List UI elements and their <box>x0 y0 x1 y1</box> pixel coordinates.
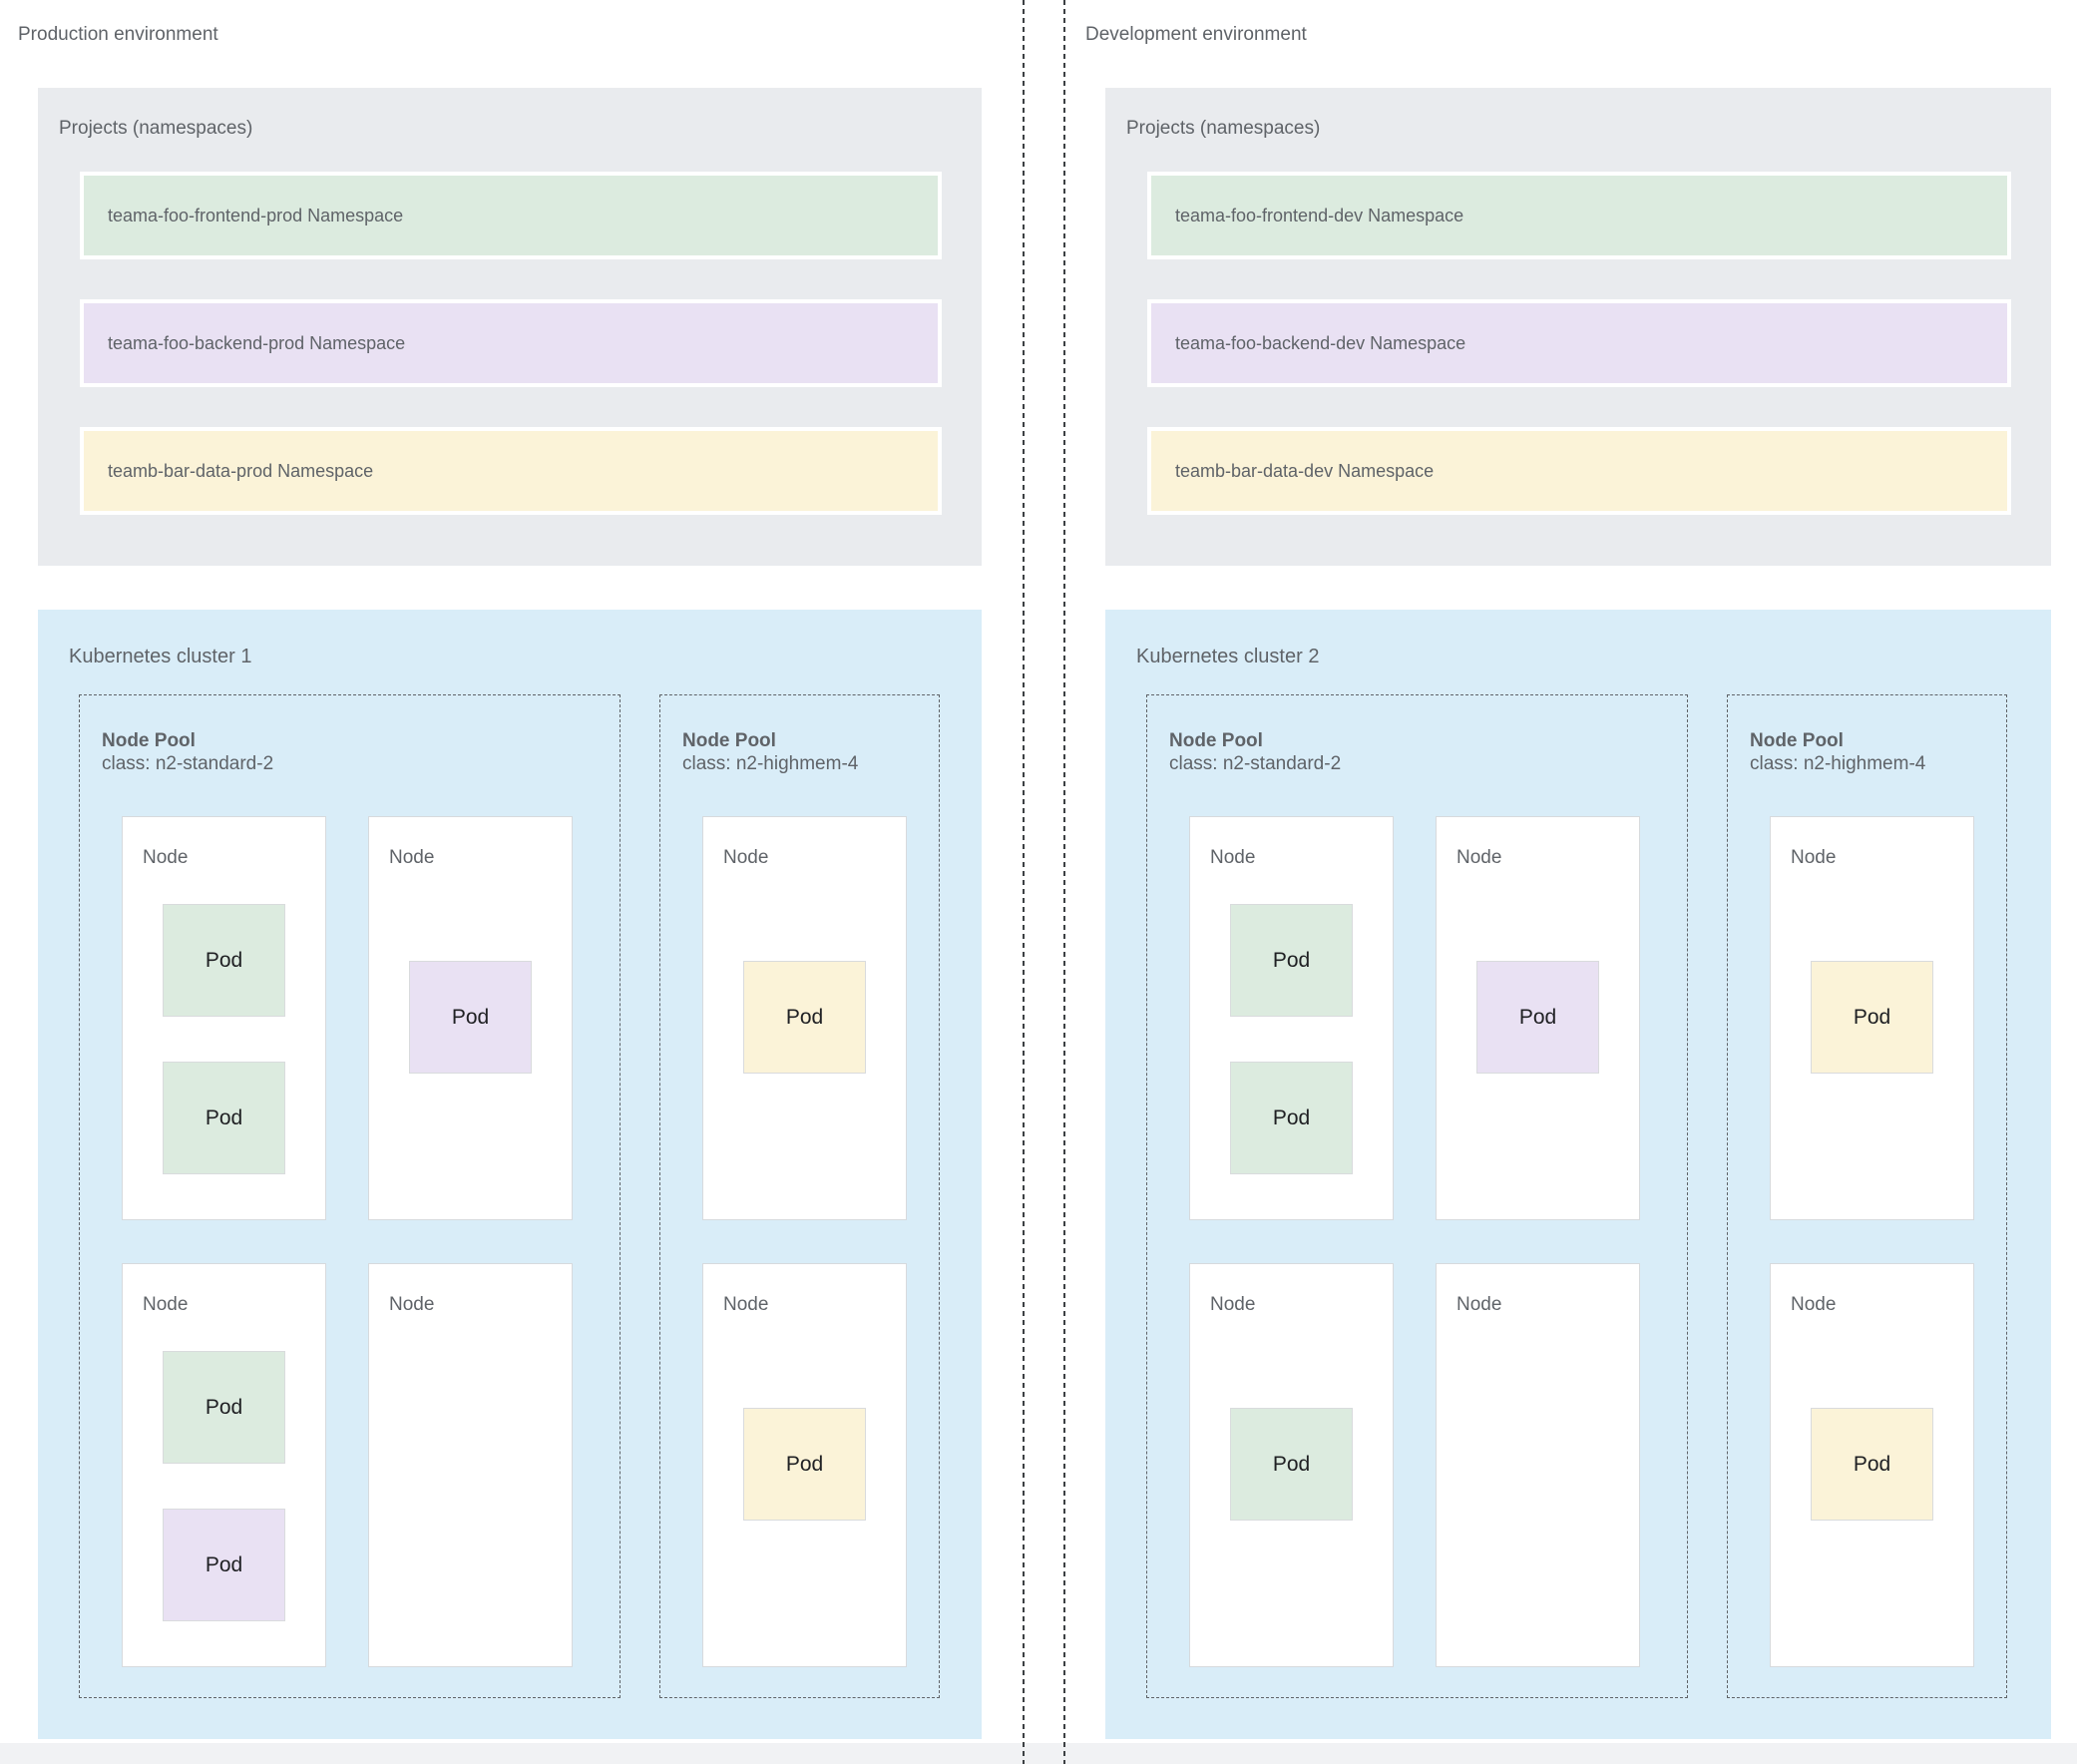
namespace-bar-data-prod: teamb-bar-data-prod Namespace <box>80 427 942 515</box>
environment-title: Production environment <box>18 24 218 45</box>
cluster-title: Kubernetes cluster 2 <box>1136 646 1320 667</box>
node-pool-class-label: class: n2-highmem-4 <box>1750 753 1926 774</box>
nodes-grid: Node Pod Pod Node Pod Node Pod Node <box>1189 816 1687 1667</box>
nodes-grid: Node Pod Node Pod <box>702 816 939 1667</box>
environment-divider-line <box>1023 0 1025 1764</box>
pod: Pod <box>163 1509 285 1621</box>
node-pool-title: Node Pool <box>682 730 776 751</box>
node-pool-class-label: class: n2-highmem-4 <box>682 753 859 774</box>
namespace-label: teama-foo-backend-prod Namespace <box>84 303 938 383</box>
node-label: Node <box>723 847 769 868</box>
cluster-title: Kubernetes cluster 1 <box>69 646 252 667</box>
environment-production: Production environment Projects (namespa… <box>18 0 982 1764</box>
node-label: Node <box>1456 847 1502 868</box>
node-label: Node <box>1456 1294 1502 1315</box>
namespace-label: teamb-bar-data-dev Namespace <box>1151 431 2007 511</box>
node-pool-highmem: Node Pool class: n2-highmem-4 Node Pod N… <box>659 694 940 1698</box>
node-label: Node <box>389 1294 435 1315</box>
pod: Pod <box>1476 961 1599 1074</box>
namespace-bar-frontend-prod: teama-foo-frontend-prod Namespace <box>80 172 942 259</box>
pod: Pod <box>1811 961 1933 1074</box>
node-pool-highmem: Node Pool class: n2-highmem-4 Node Pod N… <box>1727 694 2007 1698</box>
pod: Pod <box>1811 1408 1933 1521</box>
node-empty: Node <box>368 1263 573 1667</box>
projects-box-title: Projects (namespaces) <box>59 118 253 139</box>
node-empty: Node <box>1436 1263 1640 1667</box>
kubernetes-cluster-2-box: Kubernetes cluster 2 Node Pool class: n2… <box>1105 610 2051 1739</box>
node-label: Node <box>723 1294 769 1315</box>
pod: Pod <box>163 904 285 1017</box>
node-pool-standard: Node Pool class: n2-standard-2 Node Pod … <box>1146 694 1688 1698</box>
node: Node Pod <box>1770 816 1974 1220</box>
environment-title: Development environment <box>1085 24 1307 45</box>
node: Node Pod <box>702 1263 907 1667</box>
projects-namespaces-box: Projects (namespaces) teama-foo-frontend… <box>38 88 982 566</box>
node-label: Node <box>1791 1294 1837 1315</box>
pod: Pod <box>743 961 866 1074</box>
projects-namespaces-box: Projects (namespaces) teama-foo-frontend… <box>1105 88 2051 566</box>
pod: Pod <box>1230 904 1353 1017</box>
node-pool-title: Node Pool <box>102 730 196 751</box>
node: Node Pod <box>702 816 907 1220</box>
node: Node Pod Pod <box>122 816 326 1220</box>
node: Node Pod <box>1189 1263 1394 1667</box>
pod: Pod <box>1230 1062 1353 1174</box>
node: Node Pod <box>368 816 573 1220</box>
node-pool-class-label: class: n2-standard-2 <box>102 753 274 774</box>
node-label: Node <box>1210 847 1256 868</box>
pod: Pod <box>409 961 532 1074</box>
pod: Pod <box>163 1351 285 1464</box>
pod: Pod <box>1230 1408 1353 1521</box>
node-label: Node <box>389 847 435 868</box>
node-label: Node <box>1210 1294 1256 1315</box>
pod: Pod <box>743 1408 866 1521</box>
namespace-bar-backend-prod: teama-foo-backend-prod Namespace <box>80 299 942 387</box>
kubernetes-cluster-1-box: Kubernetes cluster 1 Node Pool class: n2… <box>38 610 982 1739</box>
node-pool-standard: Node Pool class: n2-standard-2 Node Pod … <box>79 694 621 1698</box>
environment-divider-line <box>1063 0 1065 1764</box>
environment-development: Development environment Projects (namesp… <box>1085 0 2051 1764</box>
node-pools-row: Node Pool class: n2-standard-2 Node Pod … <box>79 694 982 1698</box>
node-label: Node <box>1791 847 1837 868</box>
node-label: Node <box>143 847 189 868</box>
node-pools-row: Node Pool class: n2-standard-2 Node Pod … <box>1146 694 2051 1698</box>
page-footer-strip <box>0 1743 2077 1764</box>
node-label: Node <box>143 1294 189 1315</box>
namespace-bar-backend-dev: teama-foo-backend-dev Namespace <box>1147 299 2011 387</box>
node: Node Pod <box>1436 816 1640 1220</box>
namespace-label: teamb-bar-data-prod Namespace <box>84 431 938 511</box>
projects-box-title: Projects (namespaces) <box>1126 118 1321 139</box>
node-pool-class-label: class: n2-standard-2 <box>1169 753 1342 774</box>
node: Node Pod Pod <box>122 1263 326 1667</box>
namespace-bar-frontend-dev: teama-foo-frontend-dev Namespace <box>1147 172 2011 259</box>
nodes-grid: Node Pod Pod Node Pod Node Pod Pod Nod <box>122 816 620 1667</box>
namespace-label: teama-foo-frontend-prod Namespace <box>84 176 938 255</box>
node: Node Pod Pod <box>1189 816 1394 1220</box>
namespace-bar-data-dev: teamb-bar-data-dev Namespace <box>1147 427 2011 515</box>
namespace-label: teama-foo-frontend-dev Namespace <box>1151 176 2007 255</box>
nodes-grid: Node Pod Node Pod <box>1770 816 2006 1667</box>
node-pool-title: Node Pool <box>1750 730 1844 751</box>
node: Node Pod <box>1770 1263 1974 1667</box>
pod: Pod <box>163 1062 285 1174</box>
node-pool-title: Node Pool <box>1169 730 1263 751</box>
namespace-label: teama-foo-backend-dev Namespace <box>1151 303 2007 383</box>
